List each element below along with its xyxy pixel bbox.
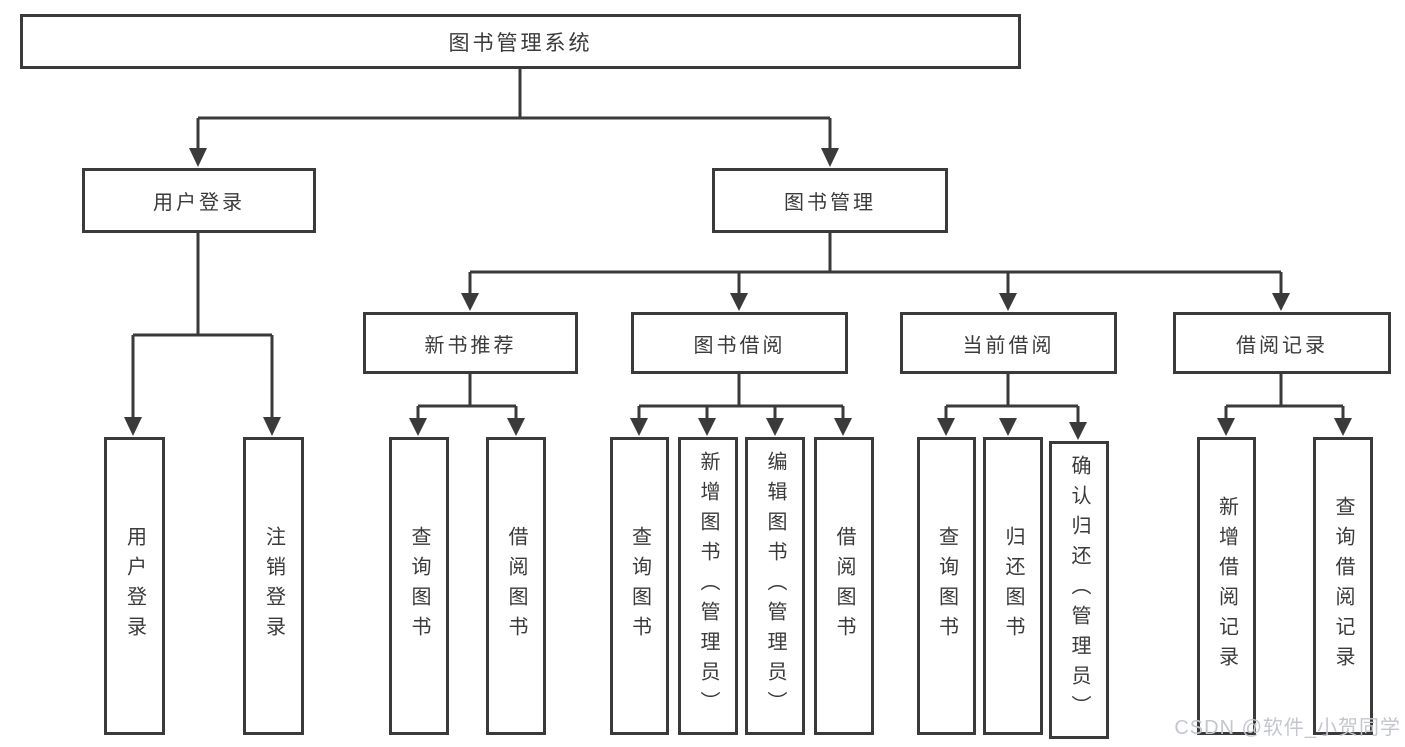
- node-return-books: 归还图书: [983, 437, 1043, 735]
- node-label: 用户登录: [153, 192, 245, 214]
- node-borrowing-records: 借阅记录: [1173, 312, 1391, 374]
- connector-lines: [131, 68, 1345, 422]
- node-label: 借阅图书: [833, 526, 855, 646]
- node-label: 图书借阅: [693, 334, 786, 357]
- node-label: 新书推荐: [424, 334, 517, 357]
- node-label: 借阅记录: [1236, 334, 1328, 357]
- node-label: 图书管理: [784, 192, 876, 214]
- node-label: 归还图书: [1002, 526, 1024, 646]
- node-borrow-books-borrow: 借阅图书: [814, 437, 874, 735]
- node-current-borrowing: 当前借阅: [900, 312, 1117, 374]
- node-label: 新增借阅记录: [1215, 496, 1238, 676]
- node-root: 图书管理系统: [20, 14, 1021, 69]
- node-book-management: 图书管理: [712, 168, 948, 233]
- node-query-books-borrow: 查询图书: [610, 437, 669, 735]
- node-label: 查询图书: [628, 526, 651, 646]
- node-label: 查询图书: [408, 526, 430, 646]
- node-label: 图书管理系统: [448, 31, 593, 55]
- node-label: 注销登录: [262, 526, 285, 646]
- csdn-watermark: CSDN @软件_小贺同学: [1174, 717, 1401, 739]
- node-label: 当前借阅: [962, 334, 1055, 357]
- node-query-borrow-record: 查询借阅记录: [1313, 437, 1373, 735]
- node-label: 借阅图书: [505, 526, 527, 646]
- arrowhead-icons: [124, 148, 1352, 440]
- node-new-book-recommend: 新书推荐: [363, 312, 578, 374]
- node-user-login: 用户登录: [82, 168, 316, 233]
- node-label: 新增图书（管理员）: [697, 451, 719, 721]
- node-logout: 注销登录: [243, 437, 304, 735]
- node-label: 编辑图书（管理员）: [764, 451, 786, 721]
- node-label: 用户登录: [123, 526, 146, 646]
- node-label: 确认归还（管理员）: [1068, 455, 1090, 725]
- node-confirm-return-admin: 确认归还（管理员）: [1049, 441, 1109, 739]
- node-label: 查询图书: [935, 526, 958, 646]
- node-edit-book-admin: 编辑图书（管理员）: [745, 437, 805, 735]
- node-query-books-current: 查询图书: [917, 437, 976, 735]
- node-label: 查询借阅记录: [1332, 496, 1354, 676]
- node-add-book-admin: 新增图书（管理员）: [678, 437, 738, 735]
- node-book-borrowing: 图书借阅: [631, 312, 848, 374]
- node-user-login-leaf: 用户登录: [104, 437, 165, 735]
- node-query-books-recommend: 查询图书: [389, 437, 449, 735]
- node-add-borrow-record: 新增借阅记录: [1197, 437, 1256, 735]
- node-borrow-books-recommend: 借阅图书: [486, 437, 546, 735]
